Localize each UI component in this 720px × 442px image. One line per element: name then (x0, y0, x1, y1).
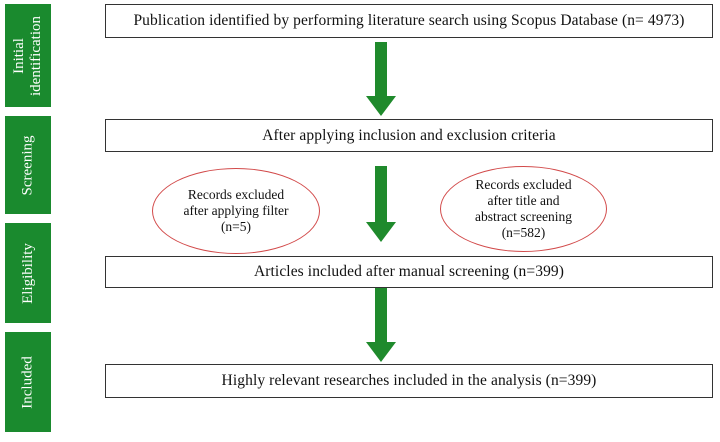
step-identification-box: Publication identified by performing lit… (105, 4, 713, 38)
exclusion-oval-filter: Records excluded after applying filter (… (152, 168, 320, 254)
down-arrow-3 (366, 288, 396, 362)
down-arrow-icon (366, 288, 396, 362)
stage-initial-label: Initial identification (11, 15, 44, 96)
step-analysis-text: Highly relevant researches included in t… (221, 372, 597, 389)
down-arrow-1 (366, 42, 396, 116)
step-identification-text: Publication identified by performing lit… (133, 12, 685, 29)
down-arrow-icon (366, 42, 396, 116)
step-manual-screening-text: Articles included after manual screening… (253, 263, 565, 280)
step-criteria-text: After applying inclusion and exclusion c… (262, 126, 556, 144)
stage-eligibility: Eligibility (5, 223, 51, 323)
down-arrow-2 (366, 166, 396, 242)
down-arrow-icon (366, 166, 396, 242)
stage-included: Included (5, 332, 51, 432)
exclusion-filter-text: Records excluded after applying filter (… (183, 187, 289, 234)
stage-included-label: Included (19, 355, 36, 409)
stage-screening-label: Screening (19, 135, 36, 195)
stage-initial-identification: Initial identification (5, 4, 51, 107)
stage-screening: Screening (5, 116, 51, 214)
step-manual-screening-box: Articles included after manual screening… (105, 256, 713, 288)
stage-eligibility-label: Eligibility (19, 242, 36, 304)
step-analysis-box: Highly relevant researches included in t… (105, 364, 713, 398)
exclusion-oval-title-abstract: Records excluded after title and abstrac… (440, 166, 607, 252)
step-criteria-box: After applying inclusion and exclusion c… (105, 119, 713, 152)
exclusion-title-abstract-text: Records excluded after title and abstrac… (474, 177, 573, 240)
